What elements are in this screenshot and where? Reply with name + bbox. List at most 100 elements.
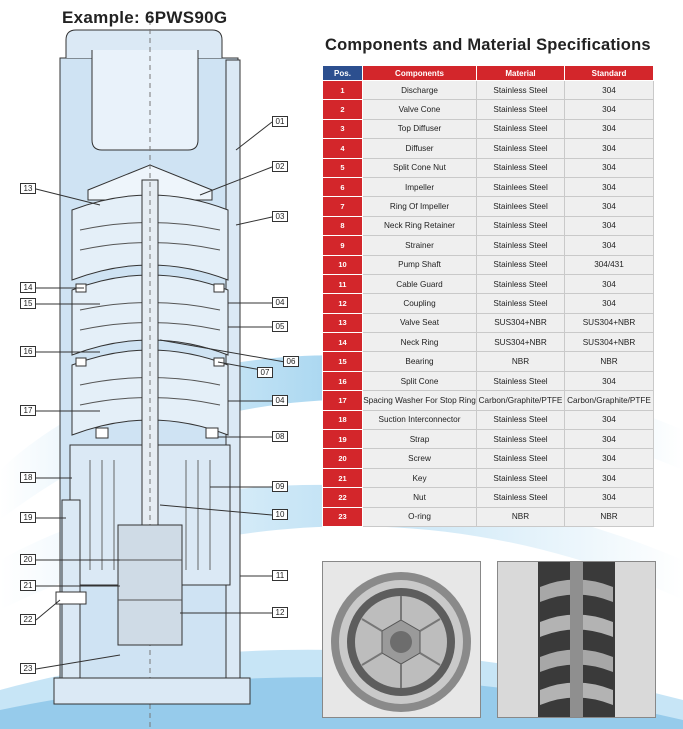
cell-component: Valve Cone xyxy=(362,99,477,120)
cell-component: Strainer xyxy=(362,235,477,256)
cell-material: SUS304+NBR xyxy=(476,332,565,353)
label-17: 17 xyxy=(20,405,36,416)
example-title: Example: 6PWS90G xyxy=(62,8,228,27)
cell-component: Cable Guard xyxy=(362,273,477,295)
cell-pos: 13 xyxy=(322,312,363,334)
label-12: 12 xyxy=(272,607,288,618)
cell-standard: 304 xyxy=(564,467,654,489)
pump-top-view-image xyxy=(323,562,480,717)
cell-pos: 4 xyxy=(322,138,363,159)
section-title: Components and Material Specifications xyxy=(325,36,651,54)
cell-standard: 304 xyxy=(564,176,654,198)
label-03: 03 xyxy=(272,211,288,222)
cell-pos: 21 xyxy=(322,467,363,489)
pump-cross-section-drawing xyxy=(35,20,286,729)
cell-pos: 22 xyxy=(322,487,363,508)
cell-standard: 304 xyxy=(564,157,654,178)
label-01: 01 xyxy=(272,116,288,127)
cell-component: Top Diffuser xyxy=(362,118,477,140)
cell-component: Suction Interconnector xyxy=(362,409,477,431)
cell-component: Coupling xyxy=(362,293,477,314)
cell-pos: 19 xyxy=(322,429,363,450)
cell-pos: 9 xyxy=(322,235,363,256)
cell-material: Stainless Steel xyxy=(476,79,565,101)
cell-material: Stainless Steel xyxy=(476,429,565,450)
cell-standard: 304 xyxy=(564,293,654,314)
cell-standard: 304 xyxy=(564,448,654,469)
cell-standard: Carbon/Graphite/PTFE xyxy=(564,390,654,411)
label-09: 09 xyxy=(272,481,288,492)
cell-component: Nut xyxy=(362,487,477,508)
cell-material: NBR xyxy=(476,351,565,372)
cell-standard: SUS304+NBR xyxy=(564,332,654,353)
label-02: 02 xyxy=(272,161,288,172)
cell-material: Stainless Steel xyxy=(476,99,565,120)
table-header-row: Pos. Components Material Standard xyxy=(322,65,654,81)
cell-standard: 304 xyxy=(564,409,654,431)
cell-standard: 304 xyxy=(564,99,654,120)
cell-pos: 17 xyxy=(322,390,363,411)
pump-cutaway-image xyxy=(498,562,655,717)
label-21: 21 xyxy=(20,580,36,591)
label-04: 04 xyxy=(272,297,288,308)
cell-component: Neck Ring xyxy=(362,332,477,353)
label-08: 08 xyxy=(272,431,288,442)
cell-pos: 12 xyxy=(322,293,363,314)
cell-component: Impeller xyxy=(362,176,477,198)
label-14: 14 xyxy=(20,282,36,293)
label-05: 05 xyxy=(272,321,288,332)
label-07: 07 xyxy=(257,367,273,378)
cell-component: Diffuser xyxy=(362,138,477,159)
cell-material: Stainless Steel xyxy=(476,273,565,295)
cell-pos: 10 xyxy=(322,254,363,275)
cell-pos: 3 xyxy=(322,118,363,140)
label-16: 16 xyxy=(20,346,36,357)
cell-component: Split Cone Nut xyxy=(362,157,477,178)
cell-material: Stainlees Steel xyxy=(476,176,565,198)
cell-standard: NBR xyxy=(564,506,654,527)
cell-pos: 1 xyxy=(322,79,363,101)
cell-standard: 304 xyxy=(564,429,654,450)
cell-pos: 16 xyxy=(322,370,363,392)
cell-component: Strap xyxy=(362,429,477,450)
cell-material: Stainless Steel xyxy=(476,157,565,178)
cell-pos: 11 xyxy=(322,273,363,295)
header-material: Material xyxy=(476,65,565,81)
cell-pos: 23 xyxy=(322,506,363,527)
cell-component: Neck Ring Retainer xyxy=(362,215,477,237)
label-10: 10 xyxy=(272,509,288,520)
label-20: 20 xyxy=(20,554,36,565)
header-standard: Standard xyxy=(564,65,654,81)
cell-standard: SUS304+NBR xyxy=(564,312,654,334)
pump-top-view-photo xyxy=(322,561,481,718)
cell-standard: 304 xyxy=(564,370,654,392)
cell-material: SUS304+NBR xyxy=(476,312,565,334)
cell-component: Discharge xyxy=(362,79,477,101)
cell-component: Split Cone xyxy=(362,370,477,392)
cell-material: Stainless Steel xyxy=(476,467,565,489)
cell-component: Valve Seat xyxy=(362,312,477,334)
header-components: Components xyxy=(362,65,477,81)
cell-standard: 304 xyxy=(564,138,654,159)
cell-standard: 304 xyxy=(564,118,654,140)
cell-component: O-ring xyxy=(362,506,477,527)
cell-material: Stainless Steel xyxy=(476,118,565,140)
header-pos: Pos. xyxy=(322,65,363,81)
cell-pos: 15 xyxy=(322,351,363,372)
cell-pos: 2 xyxy=(322,99,363,120)
